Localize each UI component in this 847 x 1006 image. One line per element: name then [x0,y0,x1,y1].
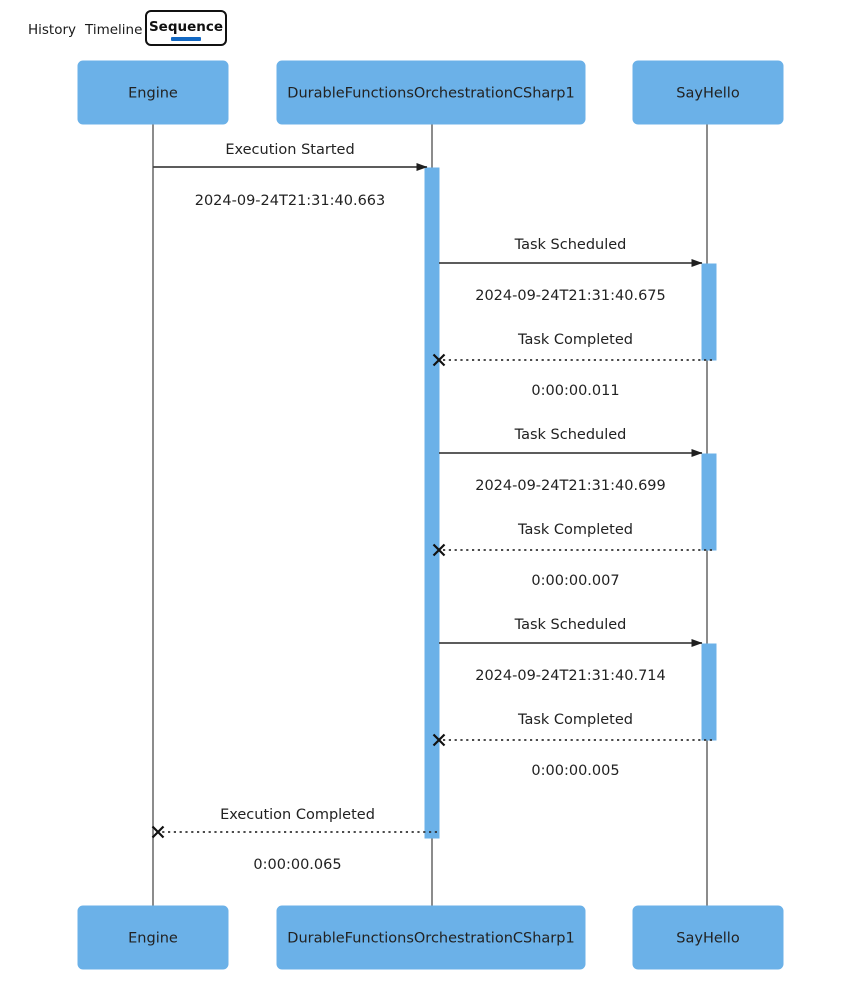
tab-history[interactable]: History [28,22,77,38]
messages: Execution Started 2024-09-24T21:31:40.663… [151,142,712,873]
message-sublabel-5: 2024-09-24T21:31:40.714 [475,668,666,684]
tab-sequence[interactable]: Sequence [145,10,227,46]
tab-sequence-label: Sequence [148,19,224,35]
activation-bar-sayhello-2 [701,453,717,551]
tab-selected-underline [171,37,201,41]
participant-boxes [77,60,784,970]
message-label-2: Task Completed [517,332,633,348]
participant-box-sayhello-bottom[interactable] [632,905,784,970]
activation-bar-sayhello-3 [701,643,717,741]
message-label-0: Execution Started [225,142,354,158]
message-sublabel-1: 2024-09-24T21:31:40.675 [475,288,666,304]
message-label-3: Task Scheduled [514,427,627,443]
message-label-1: Task Scheduled [514,237,627,253]
cross-marker-6 [432,733,446,747]
message-label-5: Task Scheduled [514,617,627,633]
participant-label-sayhello-bottom: SayHello [676,931,740,947]
participant-label-orchestrator-bottom: DurableFunctionsOrchestrationCSharp1 [287,931,574,947]
participant-label-engine-top: Engine [128,86,178,102]
message-label-6: Task Completed [517,712,633,728]
message-label-7: Execution Completed [220,807,375,823]
cross-marker-2 [432,353,446,367]
message-sublabel-3: 2024-09-24T21:31:40.699 [475,478,666,494]
message-sublabel-7: 0:00:00.065 [253,857,341,873]
activation-bar-orchestrator-0 [424,167,440,839]
activation-bar-sayhello-1 [701,263,717,361]
activation-bars [424,167,717,839]
cross-marker-4 [432,543,446,557]
participant-label-orchestrator-top: DurableFunctionsOrchestrationCSharp1 [287,86,574,102]
participant-box-orchestrator-bottom[interactable] [276,905,586,970]
participant-box-engine-bottom[interactable] [77,905,229,970]
participant-label-engine-bottom: Engine [128,931,178,947]
message-sublabel-2: 0:00:00.011 [531,383,619,399]
participant-label-sayhello-top: SayHello [676,86,740,102]
cross-marker-7 [151,825,165,839]
message-sublabel-6: 0:00:00.005 [531,763,619,779]
message-sublabel-4: 0:00:00.007 [531,573,619,589]
message-sublabel-0: 2024-09-24T21:31:40.663 [195,193,386,209]
tab-timeline[interactable]: Timeline [85,22,143,38]
message-label-4: Task Completed [517,522,633,538]
participant-box-engine-top[interactable] [77,60,229,125]
participant-box-orchestrator-top[interactable] [276,60,586,125]
view-tab-bar: History Timeline Sequence [0,0,847,52]
participant-box-sayhello-top[interactable] [632,60,784,125]
